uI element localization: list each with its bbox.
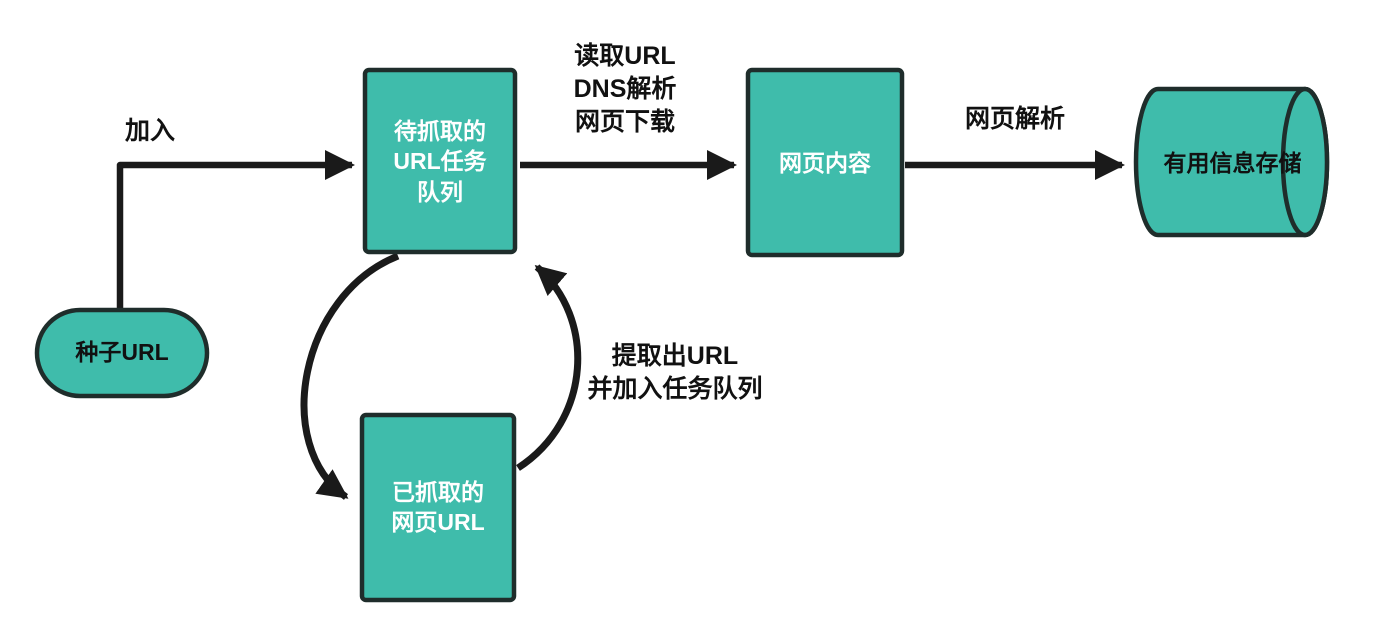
storage-cylinder-cap: [1280, 86, 1330, 238]
crawled-urls-label: 已抓取的 网页URL: [391, 479, 485, 536]
extract-edge-label: 提取出URL 并加入任务队列: [587, 342, 763, 403]
seed-url-label: 种子URL: [75, 339, 169, 365]
join-edge-label: 加入: [124, 117, 175, 145]
page-content-label: 网页内容: [779, 150, 871, 176]
parse-edge-label: 网页解析: [964, 105, 1065, 133]
join-arrow: [116, 150, 355, 308]
task-queue-label: 待抓取的 URL任务 队列: [393, 118, 487, 205]
page-content-node: [745, 67, 905, 258]
fetch-edge-label: 读取URL DNS解析 网页下载: [573, 42, 677, 136]
loop-left-arrow: [300, 252, 400, 500]
storage-label: 有用信息存储: [1163, 150, 1302, 176]
seed-url-node: [34, 307, 210, 399]
task-queue-node: [362, 67, 518, 255]
crawled-urls-node: [359, 412, 517, 603]
loop-right-arrow: [516, 264, 582, 471]
